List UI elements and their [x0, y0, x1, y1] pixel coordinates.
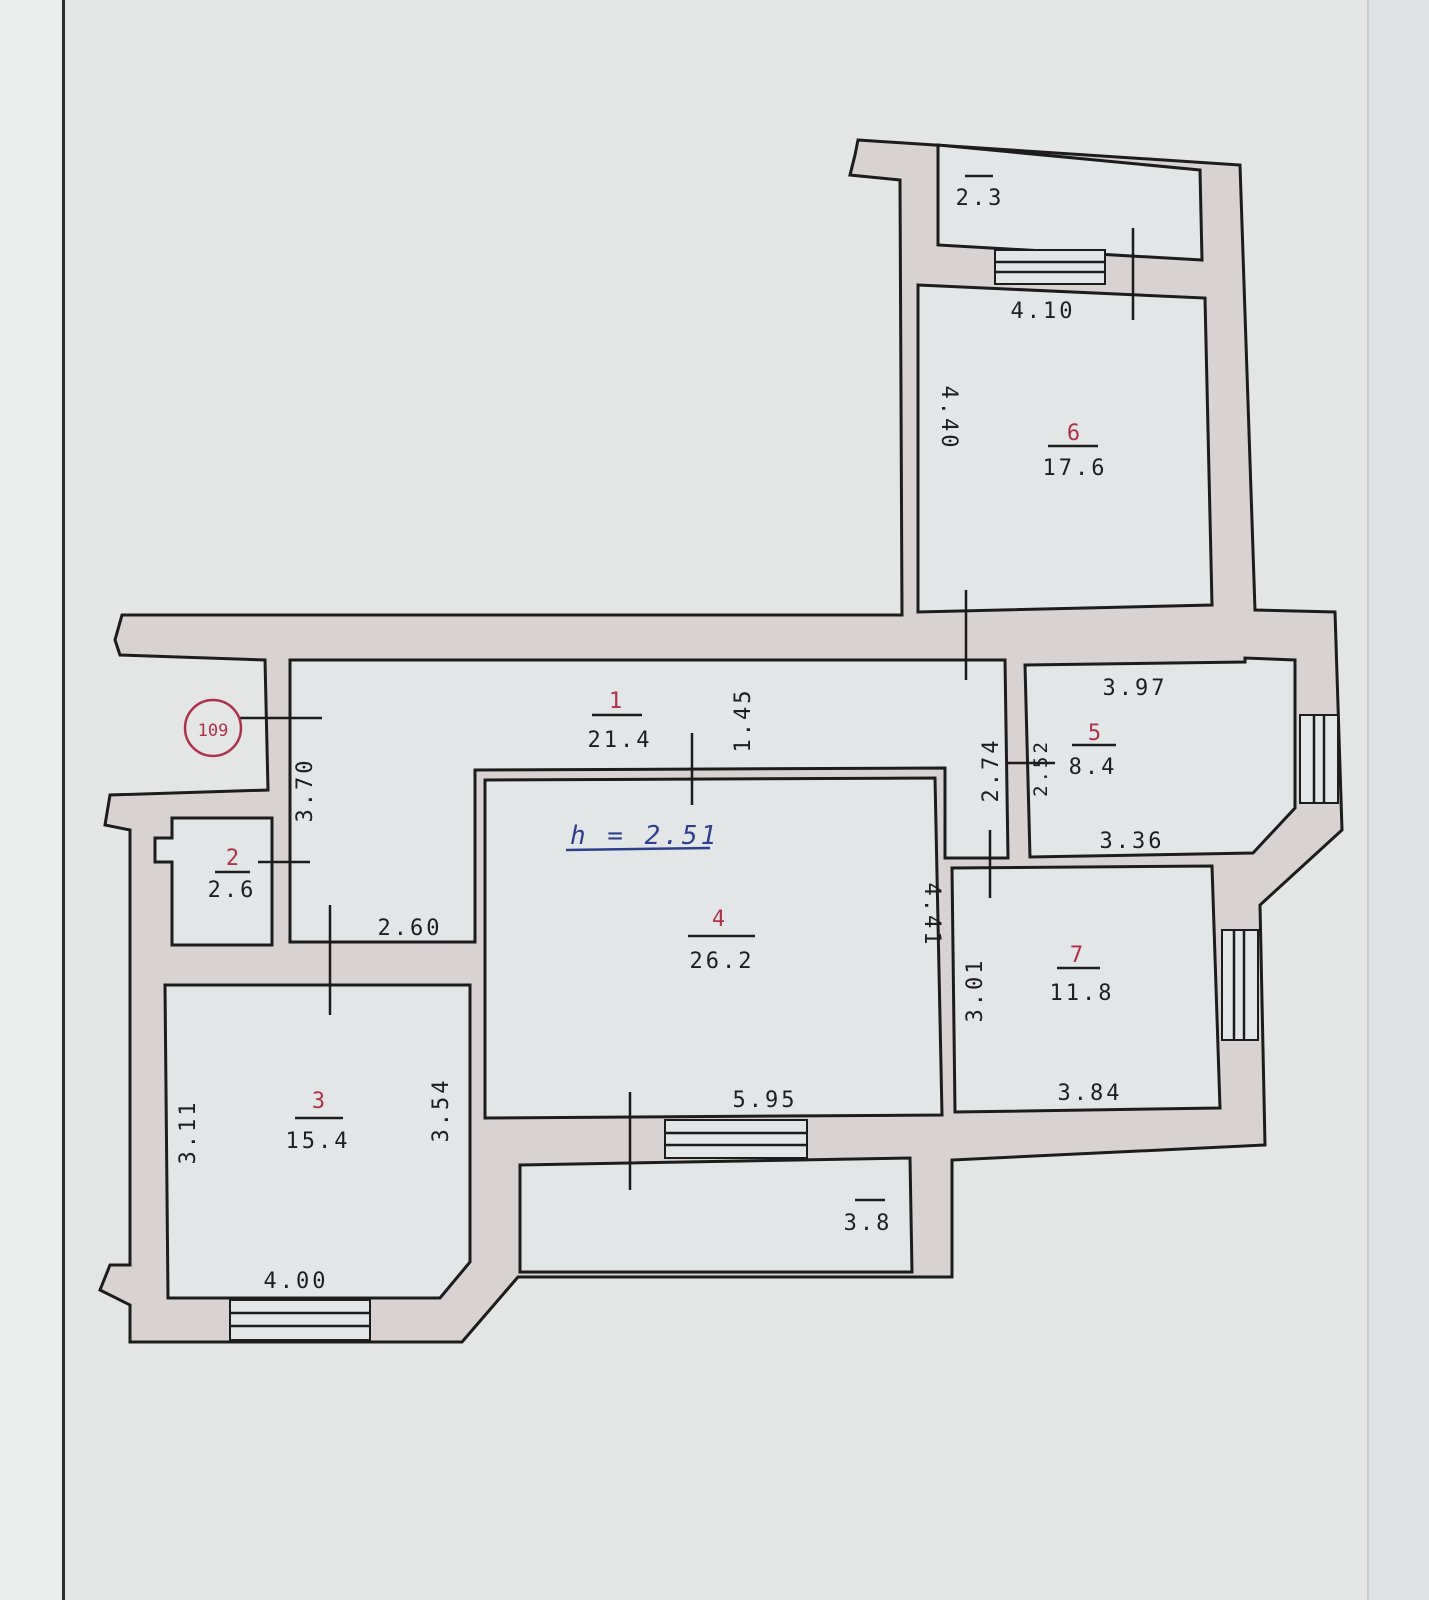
room-number-4: 4 — [712, 907, 728, 932]
room-number-2: 2 — [226, 846, 242, 871]
room-2 — [153, 816, 274, 947]
dim-room7-side: 3.01 — [963, 958, 988, 1023]
dim-room3-right: 3.54 — [429, 1078, 454, 1143]
ceiling-height: h = 2.51 — [570, 821, 719, 851]
page-edge — [1367, 0, 1429, 1600]
dim-room6-width: 4.10 — [1011, 299, 1076, 324]
dim-room5-top: 3.97 — [1103, 676, 1168, 701]
dim-room7-bottom: 3.84 — [1058, 1081, 1123, 1106]
apartment-number: 109 — [198, 721, 229, 741]
dim-room4-width: 5.95 — [733, 1088, 798, 1113]
windows — [229, 249, 1339, 1341]
dim-room4-length: 4.41 — [919, 883, 944, 948]
room-6 — [916, 283, 1214, 614]
room-area-1: 21.4 — [588, 728, 653, 753]
dim-room3-left: 3.11 — [176, 1100, 201, 1165]
binder-margin — [0, 0, 65, 1600]
room-area-2: 2.6 — [208, 878, 257, 903]
room-number-5: 5 — [1088, 721, 1104, 746]
dim-corridor-bottom: 2.60 — [378, 916, 443, 941]
room-number-1: 1 — [609, 689, 625, 714]
room-number-7: 7 — [1070, 943, 1086, 968]
room-area-6: 17.6 — [1043, 456, 1108, 481]
room-number-3: 3 — [312, 1089, 328, 1114]
dim-room5-side: 2.52 — [1030, 739, 1052, 797]
balcony-top-area: 2.3 — [956, 186, 1005, 211]
room-number-6: 6 — [1067, 421, 1083, 446]
dimension-labels: 4.10 4.40 1.45 3.70 2.60 5.95 4.41 2.74 … — [176, 299, 1168, 1294]
apartment-number-circle — [183, 698, 243, 758]
balcony-bottom — [518, 1156, 914, 1274]
door-marks — [240, 228, 1135, 1190]
room-1-corridor — [288, 658, 1010, 944]
room-area-4: 26.2 — [690, 949, 755, 974]
room-7 — [950, 864, 1222, 1114]
room-3 — [163, 983, 472, 1300]
dim-room3-bottom: 4.00 — [264, 1269, 329, 1294]
room-area-5: 8.4 — [1069, 755, 1118, 780]
dim-room5-bottom: 3.36 — [1100, 829, 1165, 854]
room-4 — [483, 776, 944, 1120]
dim-corridor-length: 3.70 — [293, 758, 318, 823]
dim-room6-length: 4.40 — [936, 386, 961, 451]
room-5 — [1023, 656, 1297, 859]
room-area-3: 15.4 — [286, 1129, 351, 1154]
room-area-7: 11.8 — [1050, 981, 1115, 1006]
room-labels: 1 21.4 2 2.6 3 15.4 4 26.2 5 8.4 6 17.6 … — [208, 174, 1118, 1236]
dim-corridor-width: 1.45 — [731, 688, 756, 753]
dim-passage: 2.74 — [979, 738, 1004, 803]
balcony-bottom-area: 3.8 — [844, 1211, 893, 1236]
balcony-top — [936, 143, 1204, 262]
